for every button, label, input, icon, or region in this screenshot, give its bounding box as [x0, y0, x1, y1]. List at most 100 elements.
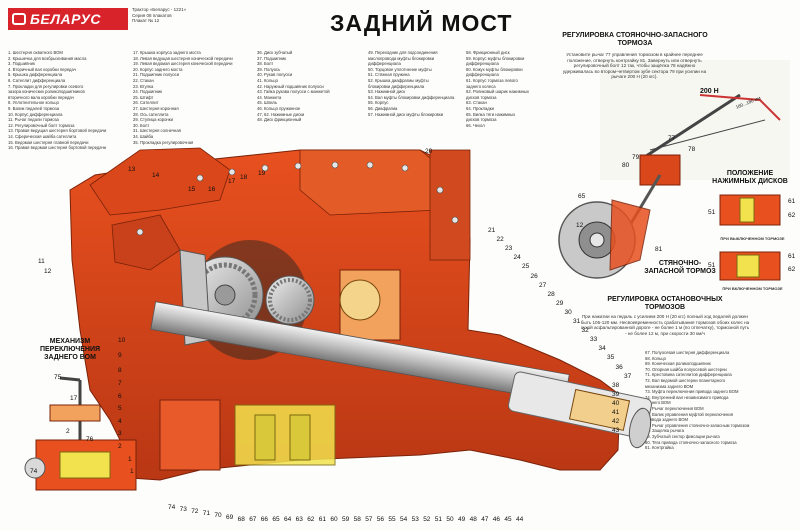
legend-entry: 56. Диафрагма — [368, 105, 398, 111]
legend-entry: 36. Диск зубчатый — [257, 50, 293, 55]
callout-number: 78 — [688, 146, 696, 153]
callout-number: 34 — [598, 345, 606, 353]
legend-entry: 62. Роликовый шарик нажимных — [466, 89, 529, 95]
legend-entry: 79. Зубчатый сектор фиксации рычага — [645, 433, 720, 439]
legend-entry: 35. Прокладка регулировочная — [133, 139, 194, 145]
disc-caption-on: ПРИ ВКЛЮЧЕННОМ ТОРМОЗЕ — [722, 286, 783, 291]
callout-number: 65 — [272, 516, 280, 523]
parking-brake-text: Установите рычаг 77 управления тормозом … — [562, 52, 707, 80]
callout-number: 10 — [118, 337, 126, 344]
legend-entry: 9. Валик педалей тормоза — [8, 105, 60, 111]
callout-number: 5 — [118, 405, 122, 412]
legend-entry: 18. Левая ведущая шестерня конической пе… — [133, 55, 233, 61]
callout-number: 11 — [38, 258, 45, 265]
callout-number: 1 — [128, 456, 132, 463]
brake-assembly — [159, 399, 336, 471]
callout-number: 51 — [434, 516, 443, 523]
callout-number: 40 — [612, 399, 620, 407]
callout-number: 52 — [423, 516, 431, 523]
callout-number: 12 — [576, 222, 584, 229]
legend-entry: 75. Рычаг переключения ВОМ — [645, 405, 704, 411]
callout-number: 20 — [425, 148, 433, 155]
force-label: 200 Н — [700, 88, 719, 95]
legend-entry: дисков тормоза — [466, 94, 497, 100]
callout-number: 77 — [668, 135, 676, 142]
callout-number: 74 — [168, 504, 176, 511]
legend-entry: 41. Кольцо — [257, 77, 278, 83]
callout-number: 65 — [578, 193, 586, 200]
callout-number: 42 — [612, 418, 620, 426]
callout-number: 67 — [249, 516, 257, 523]
legend-entry: заднего ВОМ — [645, 400, 671, 406]
callout-number: 80 — [622, 162, 630, 169]
callout-number: 58 — [353, 516, 361, 523]
callout-number: 38 — [612, 381, 620, 389]
legend-entry: 2. Крышечка для возбрызгивания масла — [8, 55, 87, 61]
legend-entry: 13. Правая ведущая шестерня бортовой пер… — [8, 128, 107, 134]
disc-position-diagram — [719, 194, 781, 281]
brand-logo: БЕЛАРУС — [8, 8, 128, 30]
legend-entry: 74. Внутренний вал независимого привода — [645, 394, 729, 400]
legend-entry: 31. Шестерня солнечная — [133, 128, 181, 134]
legend-entry: 44. Манжета — [257, 94, 282, 100]
legend-entry: 52. Крышка диафрагмы муфты — [368, 77, 429, 83]
service-brake-title: РЕГУЛИРОВКА ОСТАНОВОЧНЫХ ТОРМОЗОВ — [607, 296, 723, 311]
legend-entry: 37. Подшипник — [257, 55, 287, 61]
disc-position-title: ПОЛОЖЕНИЕ НАЖИМНЫХ ДИСКОВ — [712, 170, 788, 185]
legend-entry: 77. Рычаг управления стояночно-запасным … — [645, 422, 750, 428]
callout-number: 12 — [44, 268, 52, 275]
legend-entry: маслопровода муфты блокировки — [368, 55, 435, 61]
callout-number: 31 — [573, 318, 581, 325]
legend-entry: 59. Корпус муфты блокировки — [466, 55, 525, 61]
callout-number: 30 — [564, 308, 572, 316]
legend-entry: 8. Уплотнительное кольцо — [8, 100, 59, 106]
legend-entry: 48. Диск фрикционный — [257, 117, 302, 123]
meta-line: Трактор «Беларус - 1221» — [132, 7, 187, 12]
legend-column-4: 49. Переходник для подсоединения маслопр… — [368, 50, 454, 117]
legend-entry: 28. Ось сателлита — [133, 111, 169, 117]
brand-name: БЕЛАРУС — [30, 11, 102, 27]
callout-number: 23 — [505, 245, 513, 253]
legend-entry: 70. Опорная шайба полуосевой шестерни — [645, 366, 727, 372]
callout-number: 37 — [624, 372, 632, 380]
callout-number: 26 — [530, 272, 538, 280]
legend-entry: блокировки дифференциала — [368, 83, 425, 89]
callout-number: 17 — [70, 395, 78, 402]
legend-entry: 19. Левая ведомая шестерня конической пе… — [133, 61, 233, 67]
callout-number: 15 — [188, 186, 196, 193]
callout-number: 62 — [307, 516, 315, 523]
callout-number: 48 — [469, 516, 477, 523]
meta-line: Плакат № 12 — [132, 18, 160, 23]
legend-entry: вторичного вала коробки передач — [8, 94, 74, 100]
callout-number: 49 — [458, 516, 466, 523]
legend-entry: 71. Крестовина сателлитов дифференциала — [645, 372, 732, 378]
callout-number: 25 — [522, 263, 530, 271]
legend-entry: зазора конических роликоподшипников — [8, 89, 85, 95]
callout-number: 72 — [191, 508, 199, 515]
callout-number: 81 — [655, 246, 663, 253]
legend-entry: 81. Контргайка — [645, 445, 674, 451]
callout-number: 68 — [237, 516, 245, 523]
callout-number: 3 — [118, 430, 122, 437]
legend-entry: 22. Стакан — [133, 77, 154, 83]
callout-number: 59 — [342, 516, 350, 523]
callout-number: 21 — [488, 227, 496, 234]
legend-entry: 69. Коническая роликоподшипник — [645, 361, 711, 367]
callout-number: 6 — [118, 393, 122, 400]
legend-entry: 23. Втулка — [133, 83, 154, 89]
callout-number: 60 — [330, 516, 338, 523]
callout-number: 64 — [284, 516, 292, 523]
callout-number: 43 — [612, 427, 620, 435]
legend-entry: 67. Полуосевая шестерня дифференциала — [645, 350, 730, 355]
legend-entry: 50. Торцовое уплотнение муфты — [368, 66, 432, 72]
legend-entry: 54. Вал муфты блокировки дифференциала — [368, 94, 455, 100]
callout-number: 61 — [788, 253, 796, 260]
axle-shaft — [150, 301, 653, 449]
legend-entry: 7. Прокладки для регулировки осевого — [8, 83, 84, 89]
callout-number: 66 — [260, 516, 269, 523]
tractor-logo-icon — [12, 13, 26, 25]
callout-number: 63 — [295, 516, 303, 523]
callout-number: 53 — [411, 516, 419, 523]
legend-entry: 46. Кольцо пружинное — [257, 105, 301, 111]
